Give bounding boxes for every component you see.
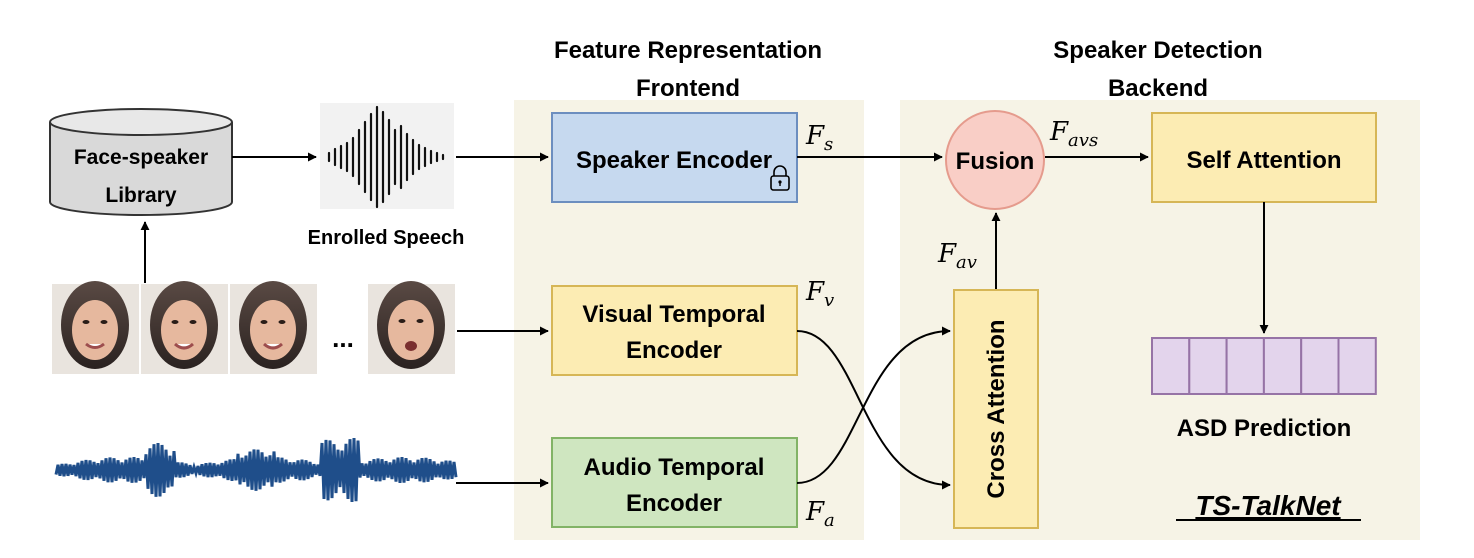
backend-title-line2: Backend (1108, 75, 1208, 102)
visual-temporal-encoder-block (551, 285, 798, 376)
arrow-audio-to-cross-attention (796, 326, 951, 484)
face-frame-4 (368, 281, 455, 374)
prediction-cell (1262, 337, 1303, 395)
prediction-cell (1225, 337, 1265, 395)
model-name: TS-TalkNet (1195, 490, 1342, 521)
self-attention-label: Self Attention (1186, 147, 1341, 174)
audio-encoder-label-line2: Encoder (626, 490, 722, 517)
backend-title-line1: Speaker Detection (1053, 37, 1262, 64)
fusion-label: Fusion (956, 148, 1035, 175)
prediction-cell (1188, 337, 1228, 395)
face-frame-1 (52, 281, 139, 374)
asd-prediction-sequence (1151, 337, 1377, 395)
enrolled-speech-label: Enrolled Speech (308, 227, 465, 249)
cross-attention-label: Cross Attention (983, 319, 1010, 498)
symbol-fs: Fs (805, 121, 833, 155)
cylinder-icon (49, 108, 233, 216)
prediction-cell (1337, 337, 1377, 395)
asd-prediction-label: ASD Prediction (1177, 415, 1352, 442)
self-attention-block (1151, 112, 1377, 203)
symbol-favs: Favs (1049, 117, 1098, 151)
speaker-encoder-label: Speaker Encoder (576, 147, 772, 174)
waveform-icon (327, 105, 445, 209)
frontend-title-line2: Frontend (636, 75, 740, 102)
video-ellipsis: ... (332, 323, 354, 353)
prediction-cell (1151, 337, 1191, 395)
symbol-fav: Fav (937, 239, 977, 273)
audio-encoder-label-line1: Audio Temporal (584, 454, 765, 481)
frontend-title-line1: Feature Representation (554, 37, 822, 64)
face-frame-3 (230, 281, 317, 374)
symbol-fa: Fa (805, 497, 835, 531)
library-label-line1: Face-speaker (74, 146, 208, 169)
face-frame-2 (141, 281, 228, 374)
library-label-line2: Library (105, 184, 177, 207)
visual-encoder-label-line1: Visual Temporal (582, 301, 765, 328)
audio-waveform (54, 437, 458, 502)
visual-encoder-label-line2: Encoder (626, 337, 722, 364)
video-frames (52, 281, 455, 374)
prediction-cell (1300, 337, 1340, 395)
fusion-node (945, 110, 1045, 210)
cross-attention-block (953, 289, 1039, 529)
audio-temporal-encoder-block (551, 437, 798, 528)
lock-icon (770, 165, 790, 191)
symbol-fv: Fv (805, 277, 834, 311)
speaker-encoder-block (551, 112, 798, 203)
